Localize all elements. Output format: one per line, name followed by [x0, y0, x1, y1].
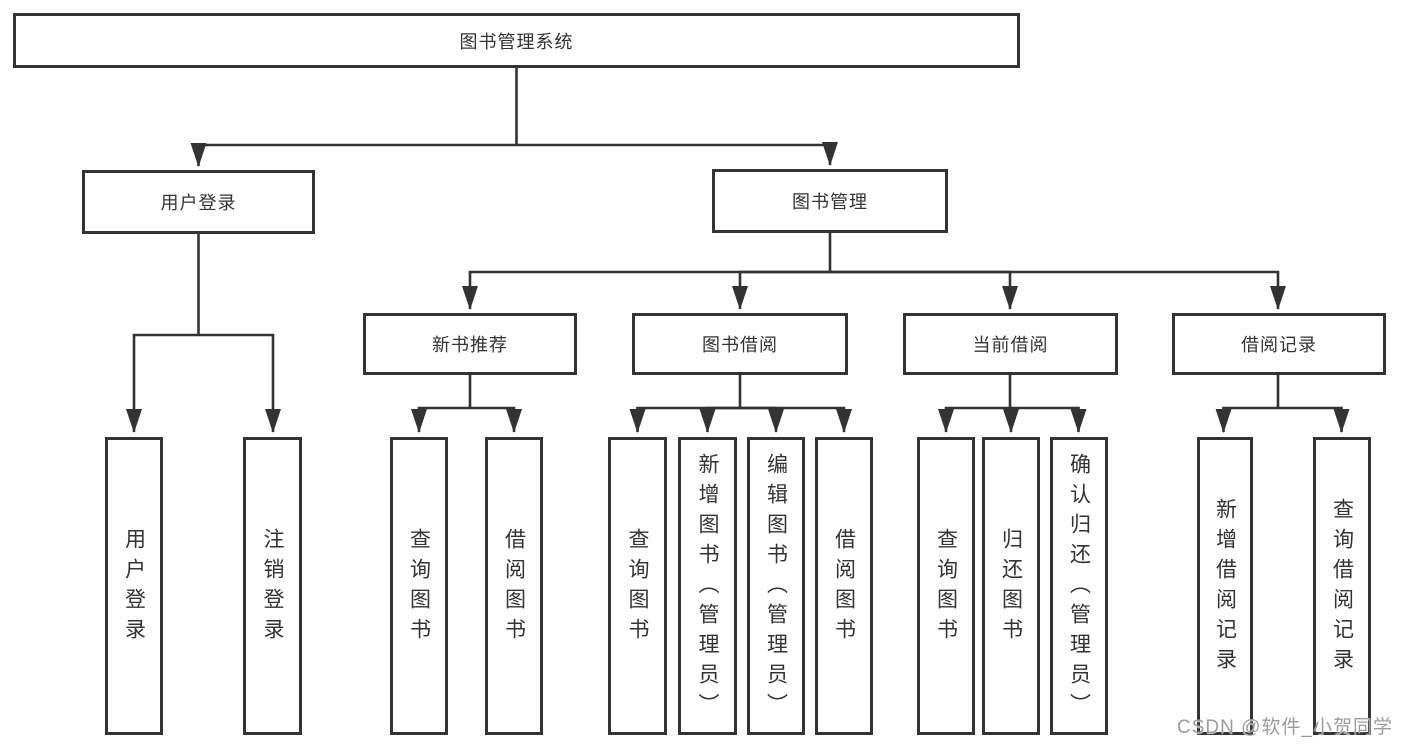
- leaf-user-login: 用户登录: [105, 437, 163, 735]
- leaf-query-borrow-record: 查询借阅记录: [1313, 437, 1371, 735]
- leaf-confirm-return-admin: 确认归还（管理员）: [1050, 437, 1108, 735]
- node-root-system: 图书管理系统: [13, 13, 1020, 68]
- leaf-add-books-admin: 新增图书（管理员）: [678, 437, 737, 735]
- node-user-login: 用户登录: [82, 170, 315, 234]
- leaf-query-books-1: 查询图书: [390, 437, 448, 735]
- leaf-logout: 注销登录: [243, 437, 302, 735]
- node-book-management: 图书管理: [712, 169, 948, 233]
- leaf-borrow-books-1: 借阅图书: [485, 437, 543, 735]
- leaf-edit-books-admin: 编辑图书（管理员）: [747, 437, 805, 735]
- node-new-book-recommend: 新书推荐: [363, 313, 577, 375]
- node-book-borrow: 图书借阅: [632, 313, 848, 375]
- leaf-return-books: 归还图书: [982, 437, 1040, 735]
- leaf-add-borrow-record: 新增借阅记录: [1197, 437, 1253, 735]
- leaf-borrow-books-2: 借阅图书: [815, 437, 873, 735]
- node-borrow-record: 借阅记录: [1172, 313, 1386, 375]
- leaf-query-books-3: 查询图书: [917, 437, 975, 735]
- leaf-query-books-2: 查询图书: [608, 437, 667, 735]
- csdn-watermark: CSDN @软件_小贺同学: [1177, 717, 1393, 738]
- node-current-borrow: 当前借阅: [903, 313, 1118, 375]
